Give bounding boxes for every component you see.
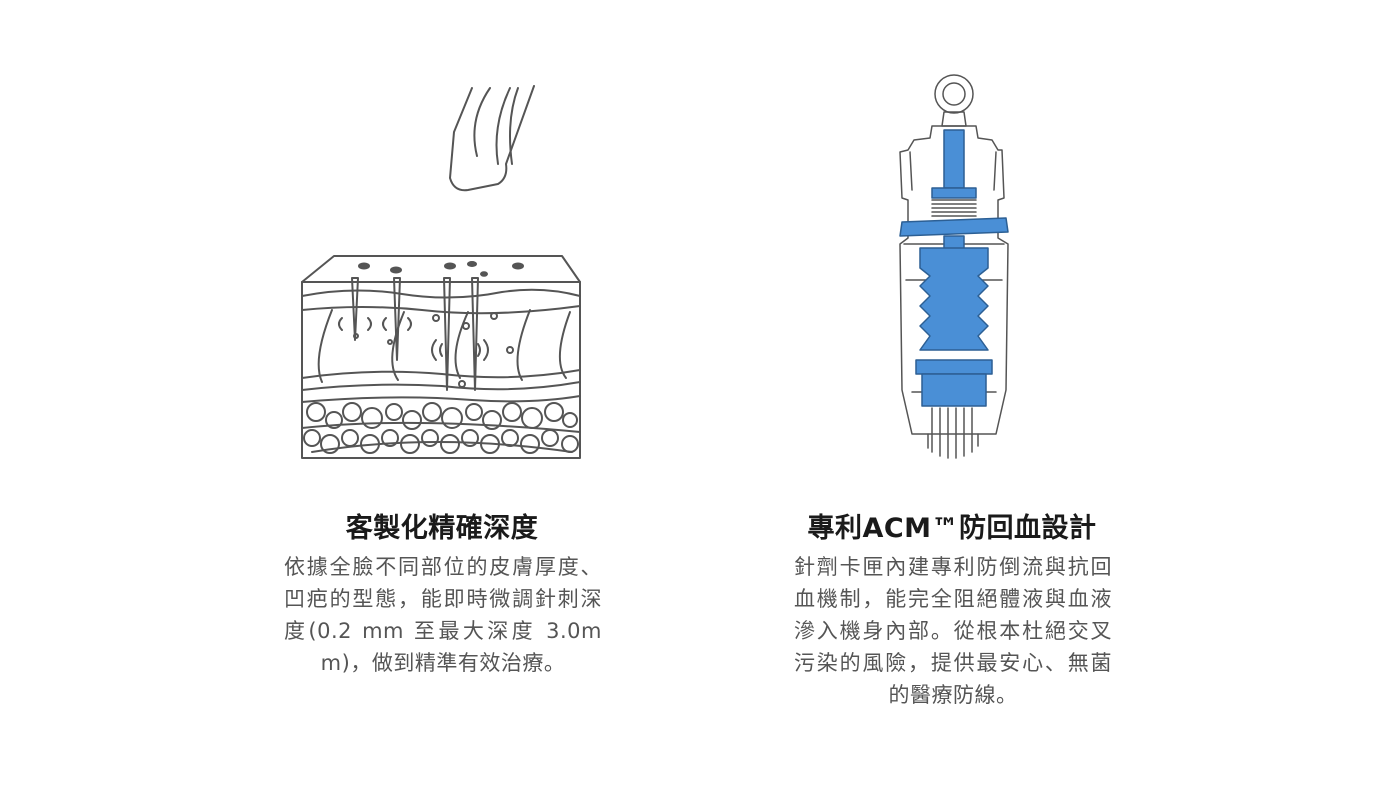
feature-title: 專利ACM™防回血設計 (807, 513, 1097, 544)
feature-title: 客製化精確深度 (345, 513, 539, 544)
feature-acm-anti-backflow: 專利ACM™防回血設計 針劑卡匣內建專利防倒流與抗回血機制，能完全阻絕體液與血液… (782, 0, 1122, 800)
needle-array-icon (927, 407, 979, 459)
cartridge-cutaway-illustration (782, 60, 1122, 470)
cartridge-ring-icon (934, 74, 974, 127)
skin-depth-illustration (272, 60, 612, 470)
spring-icon (931, 199, 977, 217)
feature-description: 針劑卡匣內建專利防倒流與抗回血機制，能完全阻絕體液與血液滲入機身內部。從根本杜絕… (794, 555, 1112, 707)
cartridge-piston-icon (899, 129, 1009, 407)
handpiece-tip-icon (449, 85, 535, 192)
feature-custom-depth: 客製化精確深度 依據全臉不同部位的皮膚厚度、凹疤的型態，能即時微調針刺深度(0.… (272, 0, 612, 800)
feature-description: 依據全臉不同部位的皮膚厚度、凹疤的型態，能即時微調針刺深度(0.2 mm 至最大… (284, 555, 602, 675)
fat-layer-icon (301, 402, 581, 454)
skin-block-icon (301, 255, 581, 459)
